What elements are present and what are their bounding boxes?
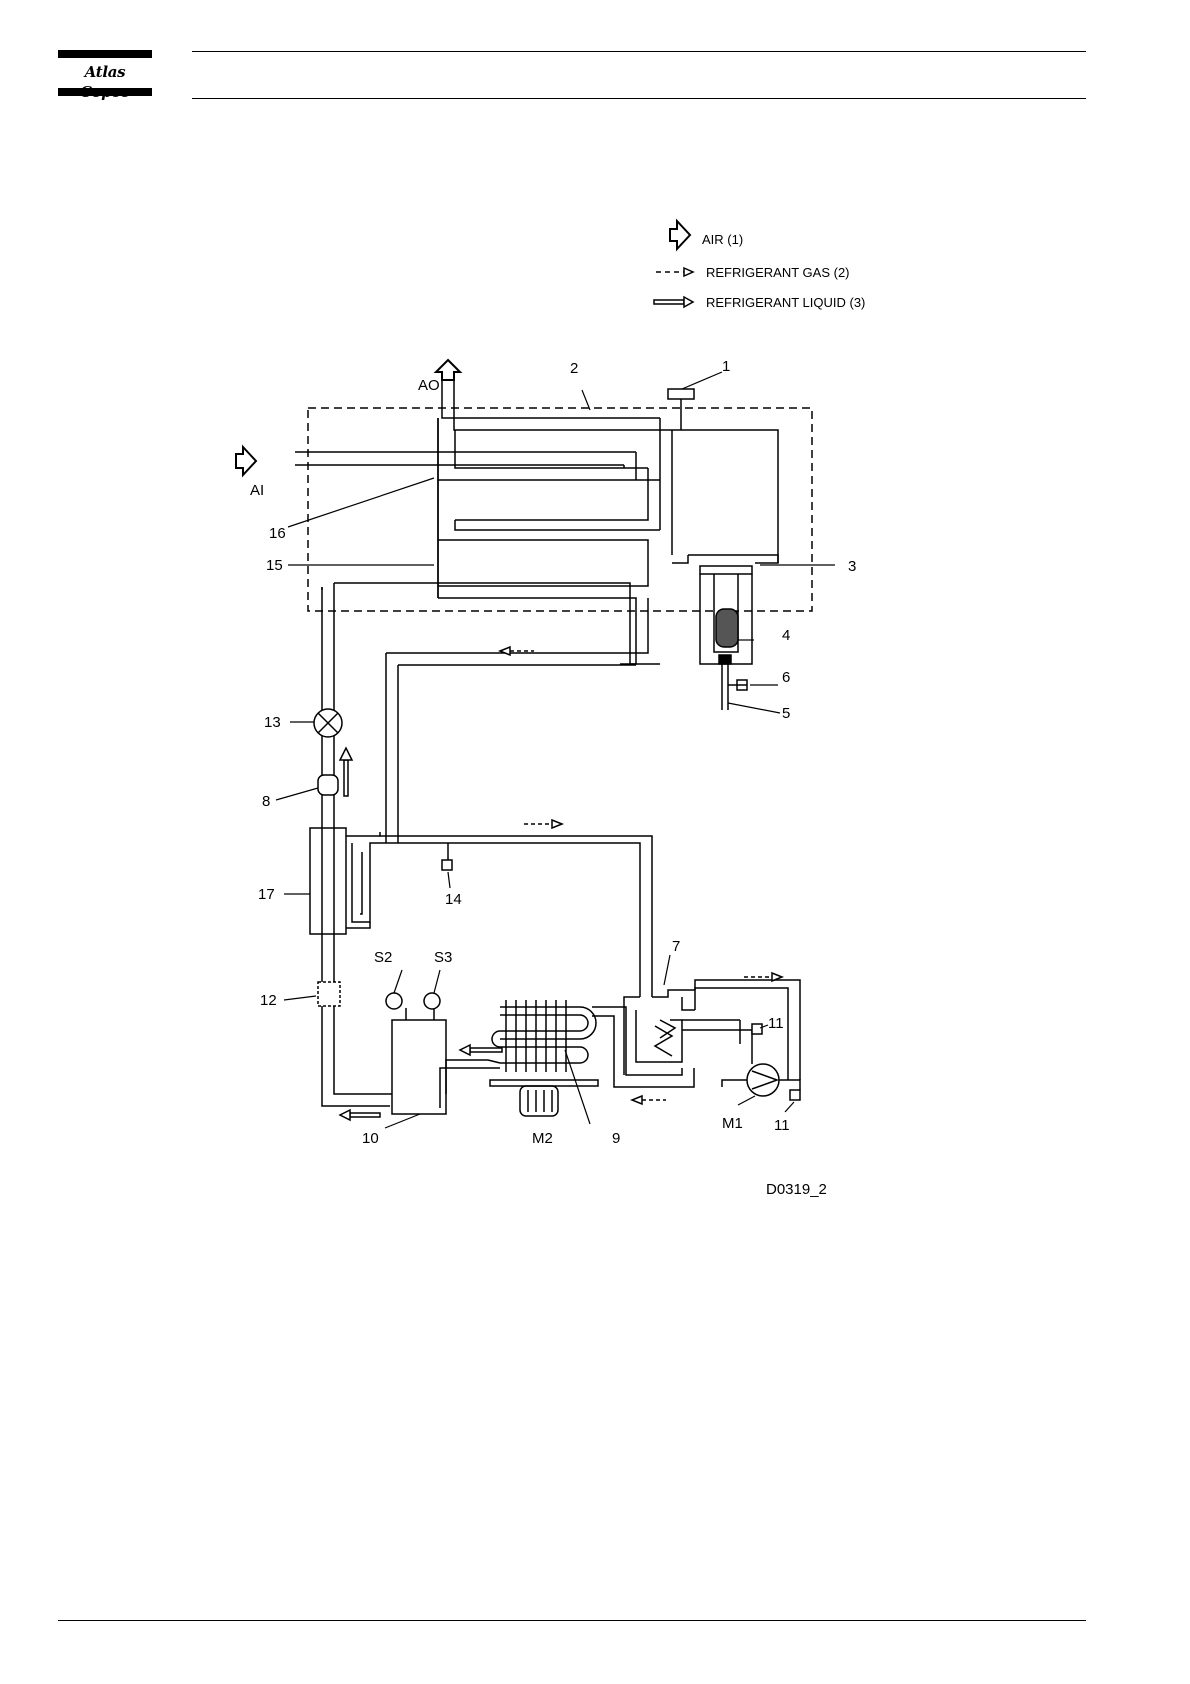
drain-filter-element xyxy=(716,609,738,647)
label-8: 8 xyxy=(262,793,270,810)
label-4: 4 xyxy=(782,627,790,644)
label-11-lower: 11 xyxy=(774,1117,790,1134)
expansion-valve-13 xyxy=(314,709,342,737)
condensate-separator xyxy=(672,555,778,710)
pressure-switch-s3 xyxy=(424,993,440,1009)
label-14: 14 xyxy=(445,891,462,908)
label-2: 2 xyxy=(570,360,578,377)
condenser-9 xyxy=(488,1000,694,1087)
service-valve-11b xyxy=(790,1090,800,1100)
label-1: 1 xyxy=(722,358,730,375)
liquid-flow-arrows xyxy=(340,1045,502,1120)
legend xyxy=(654,221,693,307)
service-valve-11a xyxy=(752,1024,762,1034)
heat-exchanger-17 xyxy=(310,828,448,934)
air-heat-exchanger-piping xyxy=(295,380,778,664)
label-5: 5 xyxy=(782,705,790,722)
label-7: 7 xyxy=(672,938,680,955)
service-valve-14 xyxy=(442,860,452,870)
refrigerant-liquid-line xyxy=(322,583,660,1106)
label-9: 9 xyxy=(612,1130,620,1147)
filter-dryer-8 xyxy=(318,775,338,795)
label-11-upper: 11 xyxy=(768,1015,784,1032)
liquid-receiver-10 xyxy=(392,1020,446,1114)
label-s3: S3 xyxy=(434,949,452,966)
legend-air-label: AIR (1) xyxy=(702,232,743,247)
label-13: 13 xyxy=(264,714,281,731)
label-16: 16 xyxy=(269,525,286,542)
label-3: 3 xyxy=(848,558,856,575)
label-m2: M2 xyxy=(532,1130,553,1147)
label-12: 12 xyxy=(260,992,277,1009)
label-10: 10 xyxy=(362,1130,379,1147)
label-s2: S2 xyxy=(374,949,392,966)
legend-air-arrow-icon xyxy=(670,221,690,249)
label-air-outlet: AO xyxy=(418,377,440,394)
refrigerant-gas-line xyxy=(448,836,652,997)
liquid-flow-arrow-up xyxy=(340,748,352,796)
component-12-sight-glass xyxy=(318,982,340,1006)
air-inlet-arrow-icon xyxy=(236,447,256,475)
legend-gas-label: REFRIGERANT GAS (2) xyxy=(706,265,850,280)
label-m1: M1 xyxy=(722,1115,743,1132)
legend-liquid-line xyxy=(654,297,693,307)
pressure-switch-s2 xyxy=(386,993,402,1009)
label-17: 17 xyxy=(258,886,275,903)
legend-liquid-label: REFRIGERANT LIQUID (3) xyxy=(706,295,865,310)
component-1-sensor xyxy=(668,389,694,399)
label-6: 6 xyxy=(782,669,790,686)
drawing-code: D0319_2 xyxy=(766,1181,827,1198)
dryer-housing-dashed xyxy=(308,408,812,611)
legend-gas-line xyxy=(656,268,693,276)
label-air-inlet: AI xyxy=(250,482,264,499)
label-15: 15 xyxy=(266,557,283,574)
